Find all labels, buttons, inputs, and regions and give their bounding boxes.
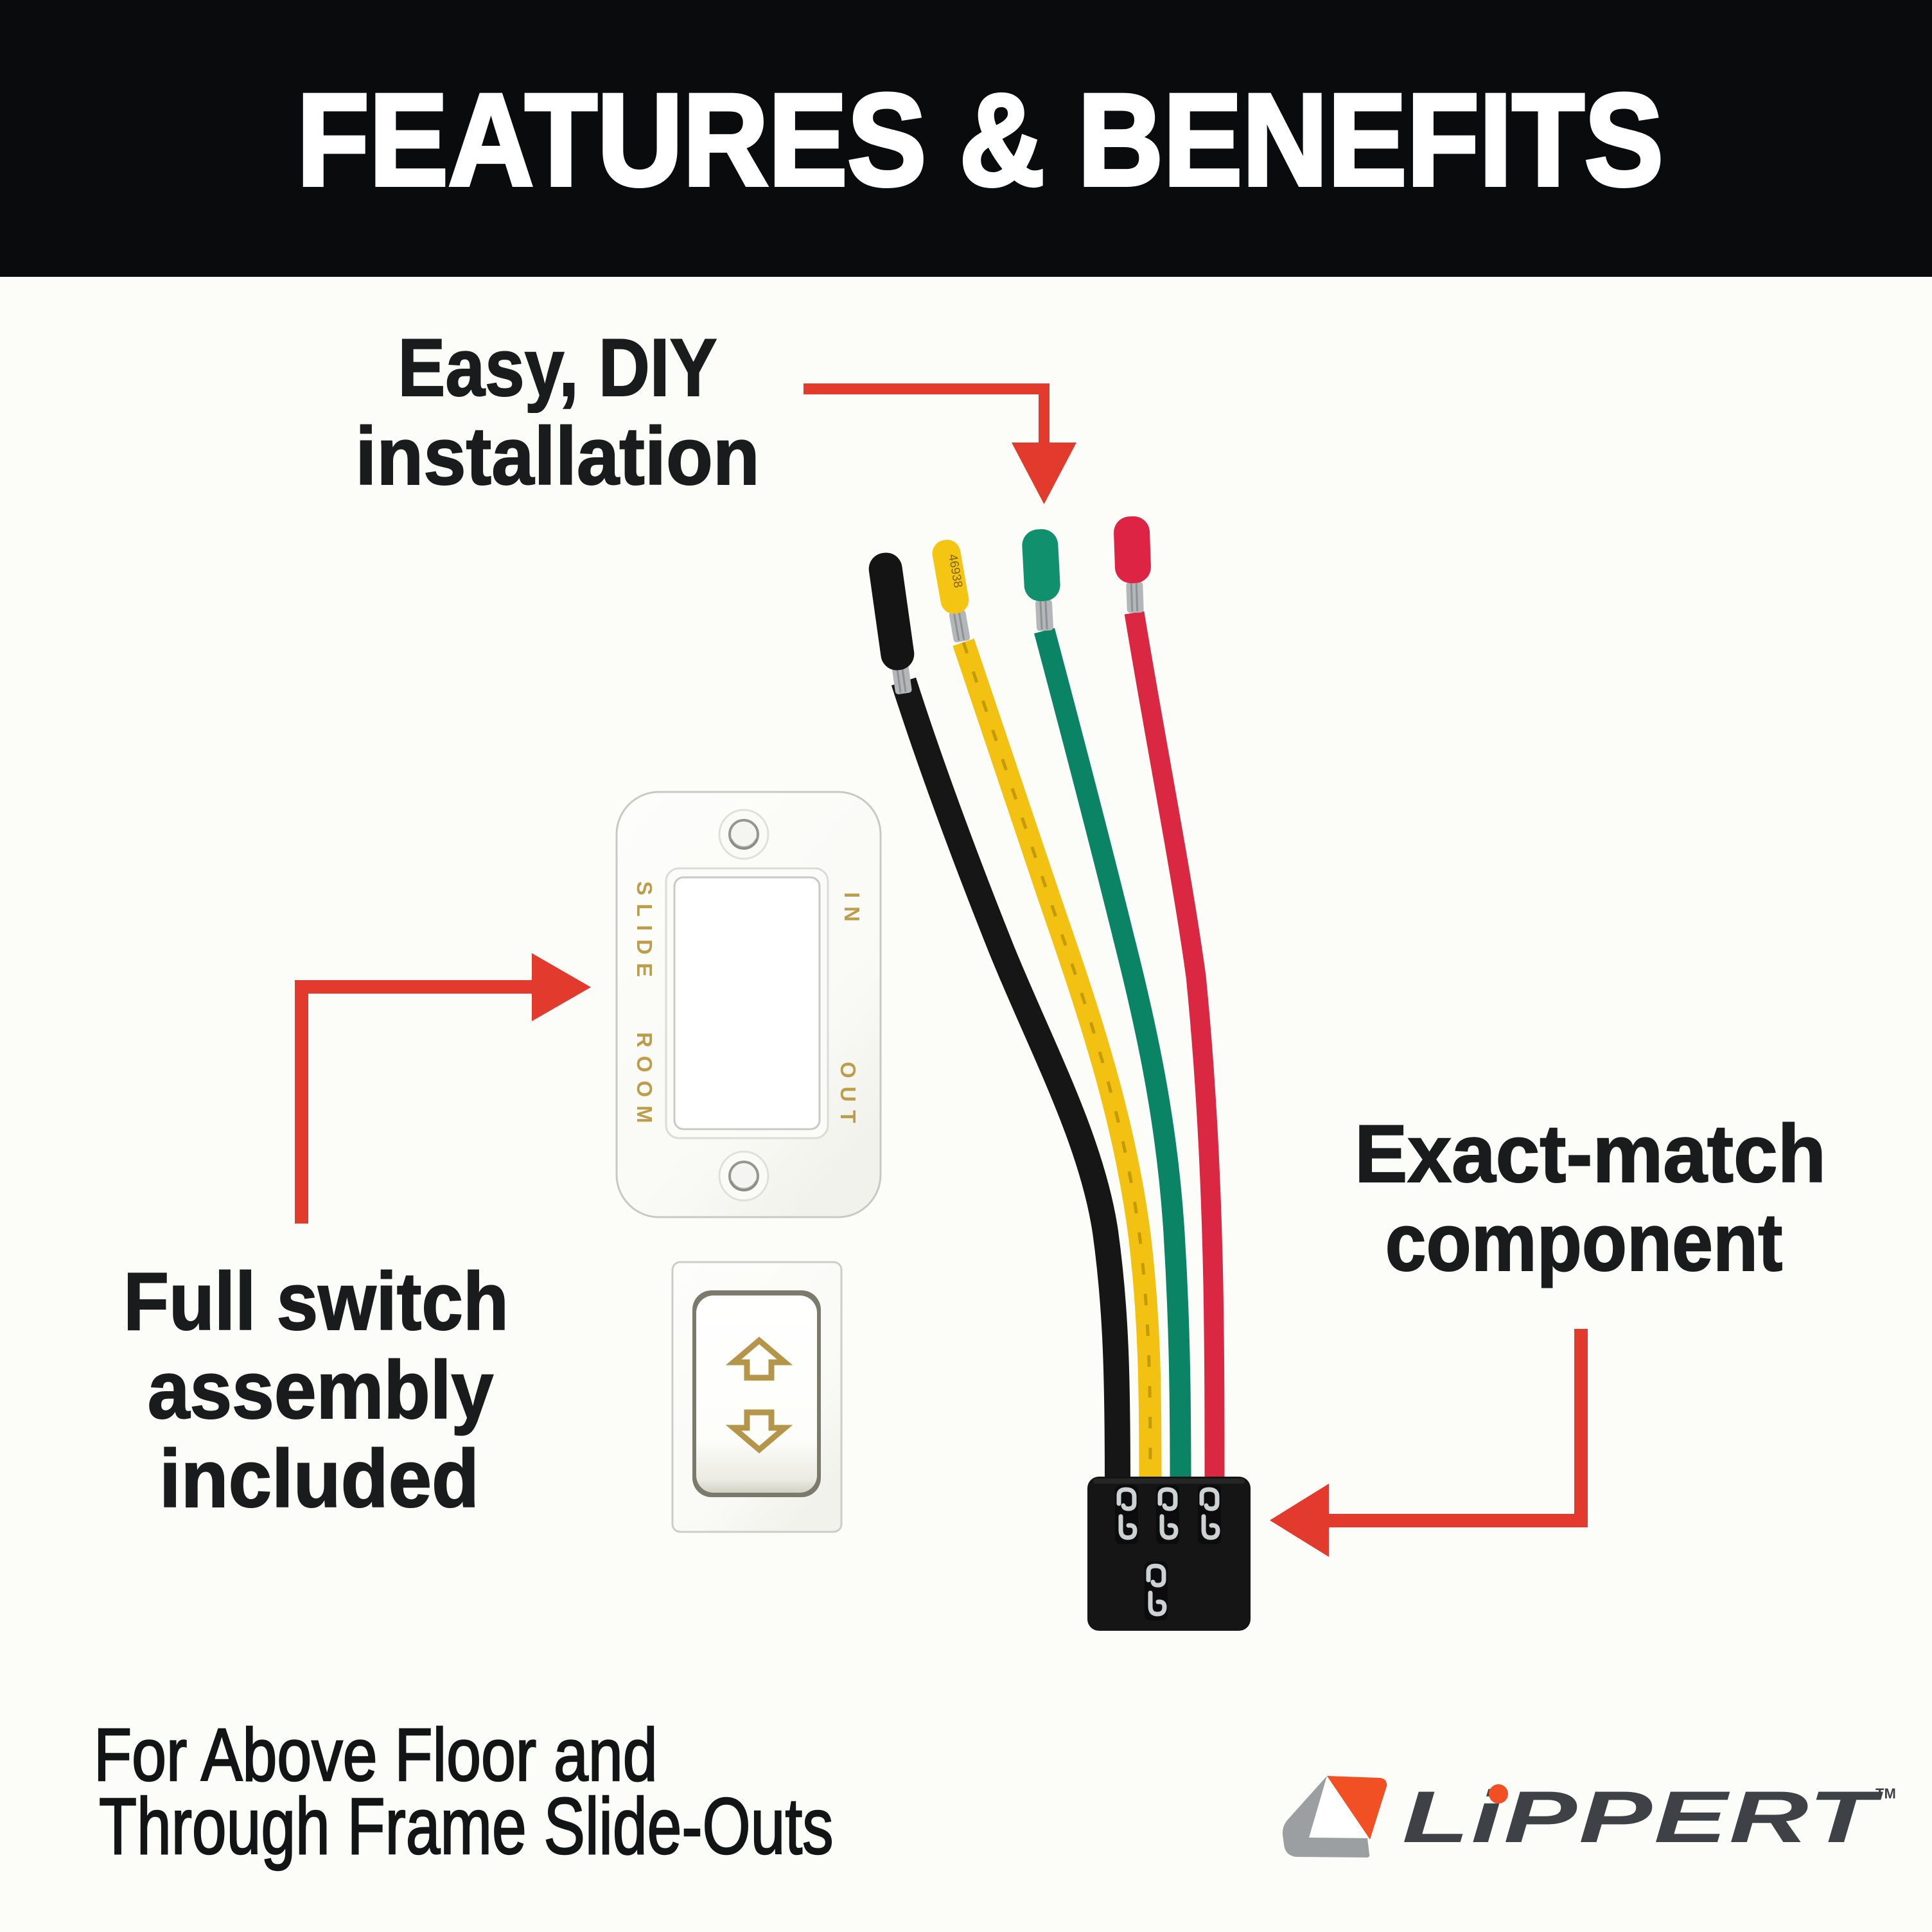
svg-text:IN: IN — [840, 892, 864, 930]
svg-text:OUT: OUT — [836, 1062, 860, 1132]
svg-text:ROOM: ROOM — [633, 1032, 656, 1132]
svg-text:TM: TM — [1875, 1786, 1896, 1802]
svg-text:SLIDE: SLIDE — [633, 881, 656, 985]
svg-text:LiPPERT: LiPPERT — [1402, 1775, 1883, 1857]
